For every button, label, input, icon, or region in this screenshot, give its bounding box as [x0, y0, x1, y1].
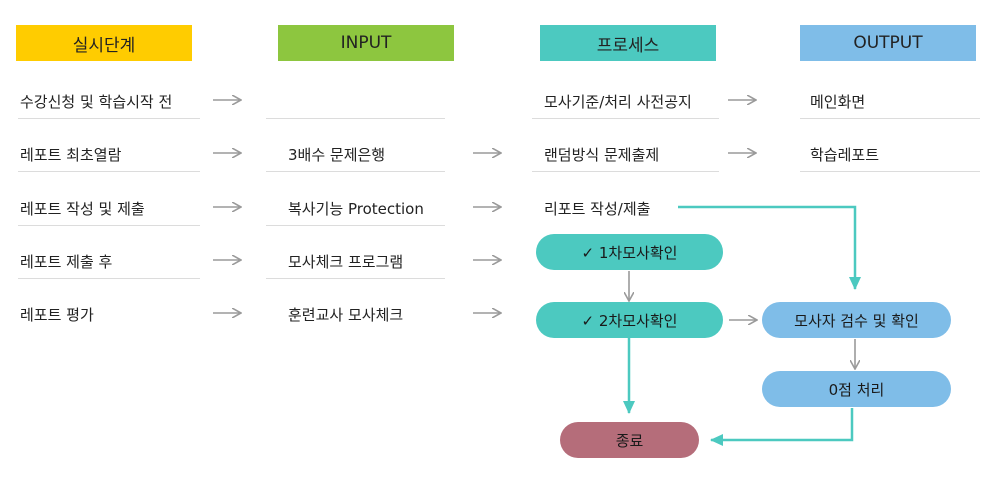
process-cell: 리포트 작성/제출 — [544, 199, 651, 218]
divider — [800, 118, 980, 119]
stage-cell: 레포트 제출 후 — [20, 252, 113, 271]
divider — [18, 278, 200, 279]
header-output: OUTPUT — [800, 25, 976, 61]
divider — [532, 171, 719, 172]
arrow-elbow-icon — [678, 205, 861, 290]
input-cell: 3배수 문제은행 — [288, 145, 386, 164]
divider — [266, 278, 445, 279]
input-cell: 모사체크 프로그램 — [288, 252, 404, 271]
output-cell: 학습레포트 — [810, 145, 880, 164]
divider — [266, 171, 445, 172]
zero-score-node: 0점 처리 — [762, 371, 951, 407]
input-cell: 훈련교사 모사체크 — [288, 305, 404, 324]
arrow-elbow-icon — [710, 408, 854, 446]
divider — [18, 118, 200, 119]
input-cell: 복사기능 Protection — [288, 199, 424, 218]
divider — [800, 171, 980, 172]
stage-cell: 레포트 최초열람 — [20, 145, 122, 164]
divider — [18, 171, 200, 172]
check1-node: ✓ 1차모사확인 — [536, 234, 723, 270]
divider — [532, 118, 719, 119]
process-cell: 모사기준/처리 사전공지 — [544, 92, 692, 111]
divider — [266, 225, 445, 226]
header-input: INPUT — [278, 25, 454, 61]
stage-cell: 수강신청 및 학습시작 전 — [20, 92, 173, 111]
check2-node: ✓ 2차모사확인 — [536, 302, 723, 338]
stage-cell: 레포트 평가 — [20, 305, 94, 324]
output-cell: 메인화면 — [810, 92, 866, 111]
header-stage: 실시단계 — [16, 25, 192, 61]
divider — [266, 118, 445, 119]
header-process: 프로세스 — [540, 25, 716, 61]
stage-cell: 레포트 작성 및 제출 — [20, 199, 145, 218]
process-cell: 랜덤방식 문제출제 — [544, 145, 660, 164]
end-node: 종료 — [560, 422, 699, 458]
confirm-node: 모사자 검수 및 확인 — [762, 302, 951, 338]
divider — [18, 225, 200, 226]
